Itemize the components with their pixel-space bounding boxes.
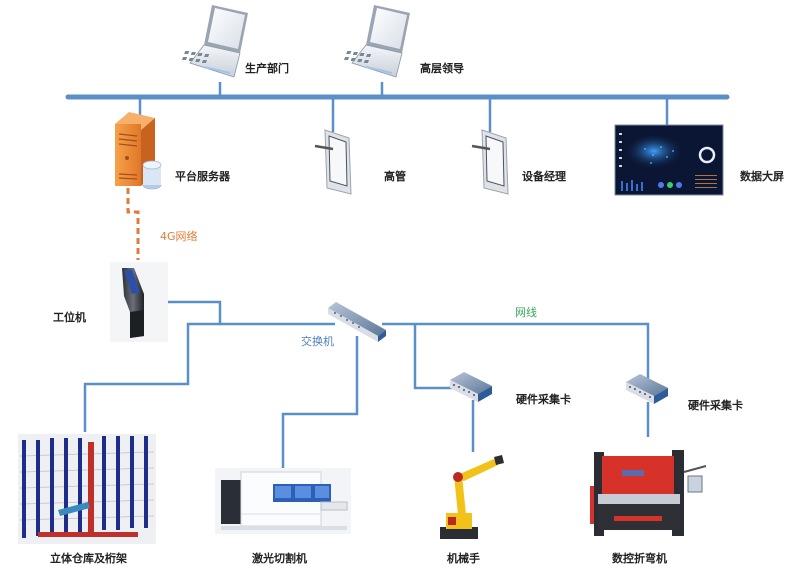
link-switch-ethernet	[382, 322, 650, 380]
label-workstation: 工位机	[53, 310, 86, 324]
labels: 生产部门 高层领导 平台服务器 高管 设备经理 数据大屏 工位机 硬件采集卡 硬…	[50, 61, 784, 565]
laser-cutter-icon	[215, 468, 351, 534]
link-switch-acq1	[413, 324, 455, 390]
label-big-data-screen: 数据大屏	[740, 169, 784, 183]
label-executive: 高管	[384, 169, 406, 183]
link-workstation-switch	[168, 300, 335, 326]
connection-lines	[65, 82, 730, 470]
label-robot-arm: 机械手	[447, 551, 480, 565]
database-icon	[142, 160, 162, 190]
label-senior-leadership: 高层领导	[420, 61, 464, 75]
tablet-icon	[314, 129, 352, 195]
press-brake-icon	[590, 450, 707, 536]
network-switch-icon	[328, 302, 386, 342]
label-switch: 交换机	[301, 334, 334, 348]
label-equipment-manager: 设备经理	[522, 169, 566, 183]
kiosk-icon	[110, 262, 168, 342]
acquisition-card-icon	[626, 374, 668, 404]
label-acq-card-1: 硬件采集卡	[516, 392, 571, 406]
label-laser-cutter: 激光切割机	[252, 551, 307, 565]
label-press-brake: 数控折弯机	[612, 551, 667, 565]
warehouse-rack-icon	[18, 434, 156, 544]
label-production-dept: 生产部门	[245, 61, 289, 75]
server-icon	[115, 112, 162, 190]
label-platform-server: 平台服务器	[175, 169, 231, 183]
label-warehouse: 立体仓库及桁架	[50, 551, 127, 565]
tablet-icon	[471, 129, 509, 195]
dashboard-monitor-icon	[614, 124, 724, 196]
link-switch-warehouse	[83, 322, 220, 432]
robot-arm-icon	[440, 455, 504, 539]
link-switch-laser	[281, 336, 359, 470]
laptop-icon	[181, 5, 248, 78]
laptop-icon	[343, 5, 410, 78]
link-4g-dashed	[126, 188, 140, 260]
label-acq-card-2: 硬件采集卡	[688, 398, 743, 412]
acquisition-card-icon	[450, 372, 492, 402]
label-4g-network: 4G网络	[160, 229, 198, 243]
label-ethernet: 网线	[515, 305, 537, 319]
